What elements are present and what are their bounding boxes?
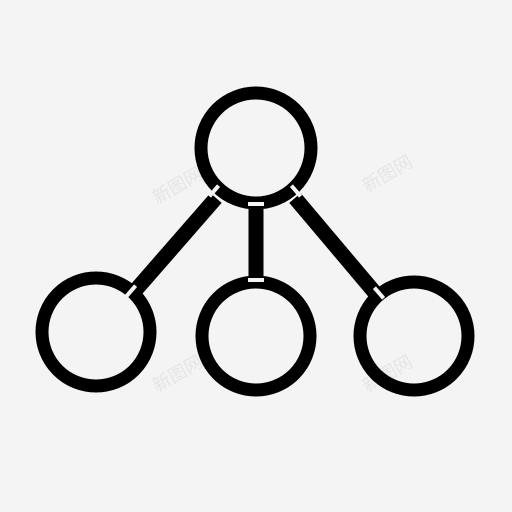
- center-bottom-joint-gap: [248, 278, 264, 282]
- left-child-node-circle: [35, 271, 157, 393]
- right-child-node-circle: [353, 275, 475, 397]
- center-top-joint-gap: [248, 202, 264, 206]
- left-bottom-joint-gap: [124, 284, 138, 298]
- right-connector-line: [289, 193, 382, 299]
- left-connector-line: [128, 193, 222, 297]
- left-top-joint-gap: [207, 184, 221, 198]
- center-child-node-circle: [195, 275, 317, 397]
- right-top-joint-gap: [289, 184, 303, 198]
- right-bottom-joint-gap: [372, 286, 386, 300]
